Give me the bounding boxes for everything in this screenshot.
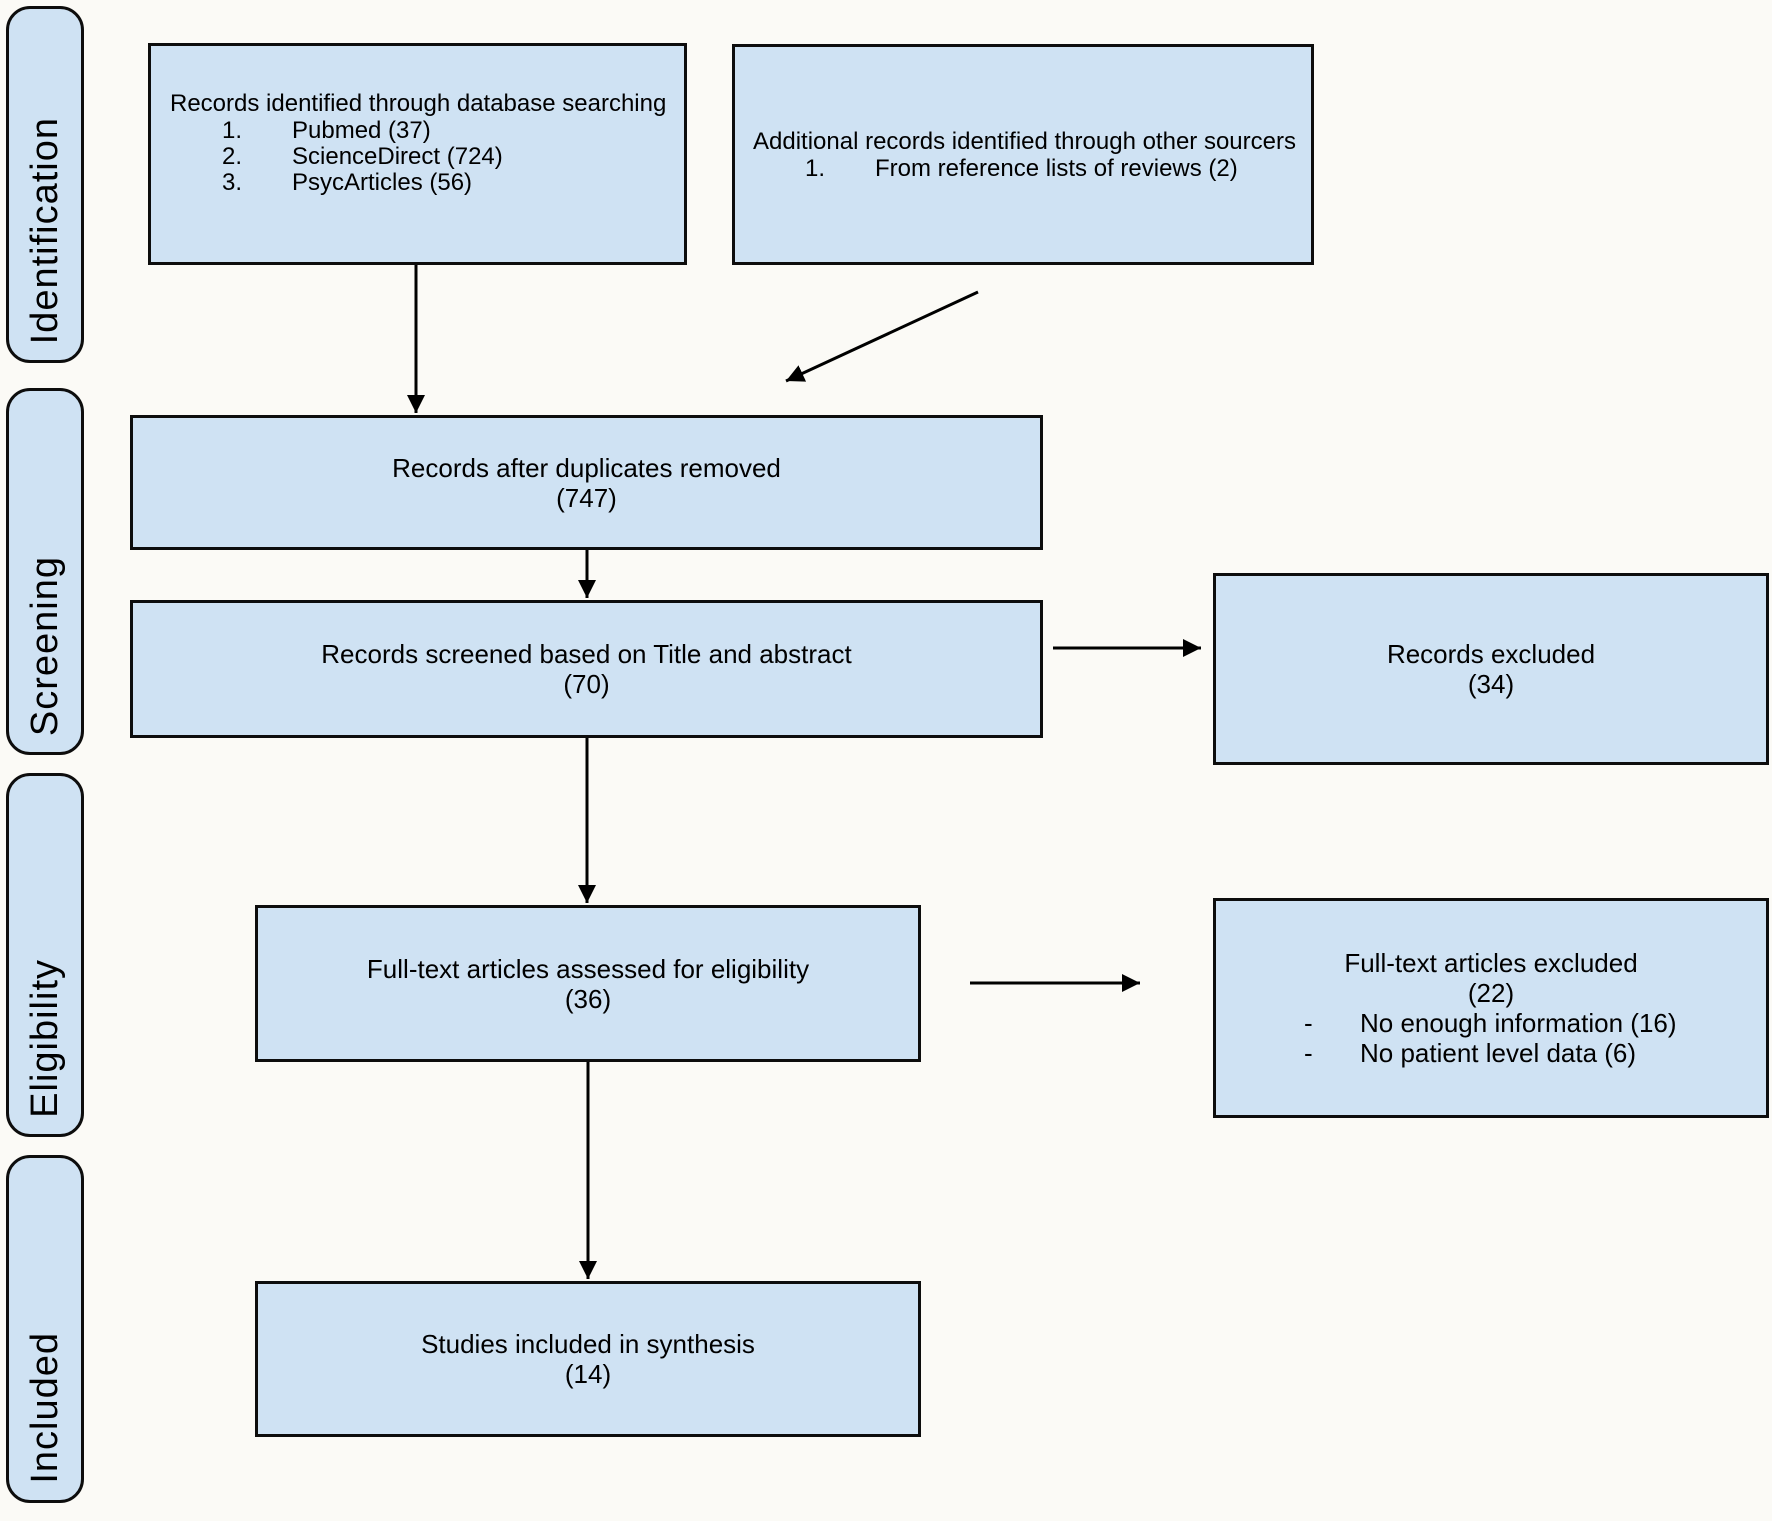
box-records-excluded-count: (34) [1467,669,1515,699]
stage-eligibility-label: Eligibility [23,959,66,1118]
stage-screening-label: Screening [23,555,66,736]
list-item-number: 1. [805,154,826,182]
stage-identification: Identification [6,6,84,363]
list-item: 2. ScienceDirect (724) [170,144,674,170]
box-duplicates-removed: Records after duplicates removed (747) [130,415,1043,550]
list-item-text: From reference lists of reviews (2) [875,154,1238,182]
stage-identification-label: Identification [23,116,66,344]
box-studies-included-text: Studies included in synthesis [421,1329,755,1359]
box-duplicates-removed-count: (747) [556,482,617,513]
box-records-identified-title: Records identified through database sear… [170,90,667,117]
list-item-text: Pubmed (37) [292,117,431,144]
box-additional-records-title: Additional records identified through ot… [753,127,1296,155]
stage-included: Included [6,1155,84,1503]
box-fulltext-assessed-count: (36) [564,983,612,1014]
list-item: 1. From reference lists of reviews (2) [753,154,1311,182]
exclusion-reason: - No enough information (16) [1216,1008,1766,1038]
stage-screening: Screening [6,388,84,755]
box-records-screened: Records screened based on Title and abst… [130,600,1043,738]
list-item-number: 3. [222,169,243,196]
box-records-screened-count: (70) [563,669,610,699]
box-records-excluded-text: Records excluded [1386,639,1596,669]
exclusion-reason: - No patient level data (6) [1216,1038,1766,1068]
list-item-number: 2. [222,143,243,170]
box-records-screened-text: Records screened based on Title and abst… [321,639,852,669]
box-fulltext-excluded: Full-text articles excluded (22) - No en… [1213,898,1769,1118]
box-studies-included: Studies included in synthesis (14) [255,1281,921,1437]
exclusion-reason-text: No patient level data (6) [1360,1038,1637,1068]
exclusion-reason-bullet: - [1304,1008,1313,1038]
list-item-text: ScienceDirect (724) [292,143,503,170]
arrow-additional-to-duplicates [785,290,979,383]
box-additional-records: Additional records identified through ot… [732,44,1314,265]
box-fulltext-excluded-text: Full-text articles excluded [1344,948,1638,978]
stage-eligibility: Eligibility [6,773,84,1137]
stage-included-label: Included [23,1332,66,1484]
box-studies-included-count: (14) [564,1359,612,1389]
box-fulltext-assessed-text: Full-text articles assessed for eligibil… [366,953,810,984]
box-fulltext-assessed: Full-text articles assessed for eligibil… [255,905,921,1062]
box-records-excluded: Records excluded (34) [1213,573,1769,765]
exclusion-reason-text: No enough information (16) [1360,1008,1677,1038]
list-item: 1. Pubmed (37) [170,118,674,144]
box-records-identified: Records identified through database sear… [148,43,687,265]
list-item-number: 1. [222,117,243,144]
exclusion-reason-bullet: - [1304,1038,1313,1068]
list-item: 3. PsycArticles (56) [170,170,674,196]
list-item-text: PsycArticles (56) [292,169,473,196]
box-duplicates-removed-text: Records after duplicates removed [392,452,781,483]
box-fulltext-excluded-count: (22) [1467,978,1515,1008]
